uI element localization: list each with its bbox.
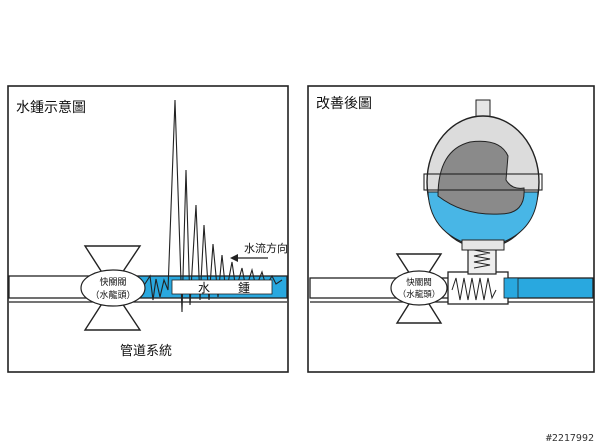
left-panel-title: 水鍾示意圖: [16, 99, 86, 116]
tank-bottom-connector: [461, 239, 505, 251]
water-hammer-label-box: [171, 279, 273, 295]
water-hammer-label-char2: 鍾: [238, 281, 250, 295]
pipe-system-label: 管道系統: [120, 344, 172, 359]
right-panel: 改善後圖: [307, 85, 595, 373]
water-hammer-label-char1: 水: [198, 281, 210, 295]
left-panel: 水鍾示意圖 水 鍾 水流方向 快關閥 （水龍頭） 管道系統: [7, 85, 289, 373]
arrester-fitting: [447, 245, 519, 305]
flow-direction-label: 水流方向: [244, 241, 288, 255]
arrester-fitting-water: [503, 277, 519, 299]
arrester-neck-thread: [473, 249, 491, 269]
arrester-tank: [423, 99, 543, 251]
left-valve-label-line1: 快關閥: [99, 276, 126, 288]
tank-band: [423, 173, 543, 191]
tank-air-bladder: [437, 140, 525, 215]
right-panel-title: 改善後圖: [316, 96, 372, 112]
left-panel-frame: [7, 85, 289, 373]
flow-direction-arrow: [230, 254, 268, 262]
left-valve: 快關閥 （水龍頭）: [80, 245, 146, 331]
right-valve-label-line1: 快關閥: [406, 277, 432, 288]
right-valve-label-oval: [390, 270, 448, 306]
right-valve: 快關閥 （水龍頭）: [390, 253, 448, 324]
arrester-spring: [451, 277, 497, 301]
watermark: #2217992: [546, 433, 594, 444]
right-valve-label-line2: （水龍頭）: [398, 289, 441, 300]
left-valve-label-line2: （水龍頭）: [90, 289, 135, 301]
left-valve-label-oval: [80, 269, 146, 307]
